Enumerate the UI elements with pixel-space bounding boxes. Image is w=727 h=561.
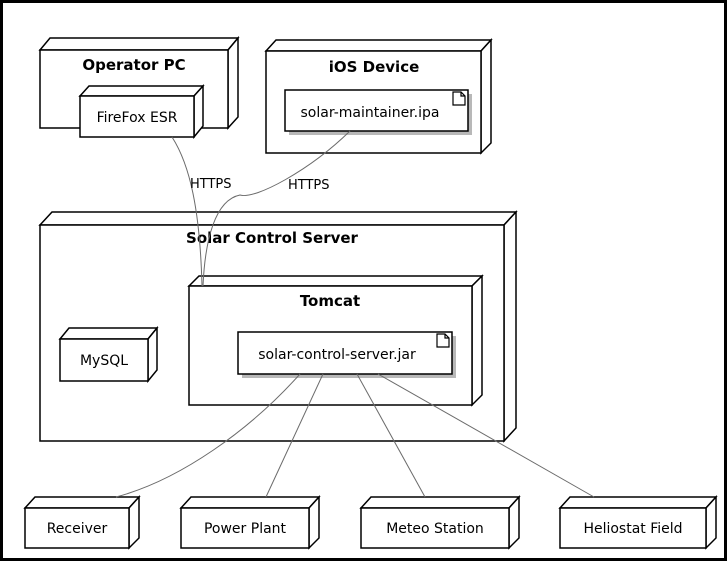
- solar-control-server-title: Solar Control Server: [186, 229, 359, 247]
- power-plant-label: Power Plant: [204, 521, 287, 537]
- edge-jar-meteo-station: [356, 373, 426, 498]
- node-power-plant[interactable]: Power Plant: [179, 495, 321, 550]
- node-meteo-station[interactable]: Meteo Station: [359, 495, 521, 550]
- operator-pc-title: Operator PC: [82, 56, 185, 74]
- edge-firefox-tomcat: [171, 136, 203, 287]
- edge-ios-tomcat: [202, 130, 351, 287]
- edge-jar-heliostat-field: [377, 373, 595, 498]
- artifact-solar-control-server-jar[interactable]: solar-control-server.jar: [237, 331, 456, 378]
- node-firefox-esr[interactable]: FireFox ESR: [78, 84, 205, 140]
- tomcat-title: Tomcat: [300, 292, 360, 310]
- solar-maintainer-label: solar-maintainer.ipa: [301, 105, 440, 121]
- node-receiver[interactable]: Receiver: [23, 495, 141, 550]
- edge-jar-power-plant: [265, 373, 324, 498]
- ios-device-title: iOS Device: [329, 58, 420, 76]
- mysql-label: MySQL: [80, 353, 128, 369]
- artifact-solar-maintainer[interactable]: solar-maintainer.ipa: [284, 89, 472, 135]
- node-heliostat-field[interactable]: Heliostat Field: [558, 495, 718, 550]
- artifact-document-icon: [452, 91, 466, 106]
- edge-jar-receiver: [115, 373, 301, 498]
- artifact-document-icon: [436, 333, 450, 348]
- edge-ios-https-label: HTTPS: [288, 178, 330, 193]
- edge-firefox-https-label: HTTPS: [190, 177, 232, 192]
- heliostat-field-label: Heliostat Field: [583, 521, 682, 537]
- firefox-esr-label: FireFox ESR: [97, 110, 178, 126]
- meteo-station-label: Meteo Station: [386, 521, 484, 537]
- receiver-label: Receiver: [47, 521, 108, 537]
- node-mysql[interactable]: MySQL: [58, 325, 159, 384]
- solar-control-jar-label: solar-control-server.jar: [258, 347, 416, 363]
